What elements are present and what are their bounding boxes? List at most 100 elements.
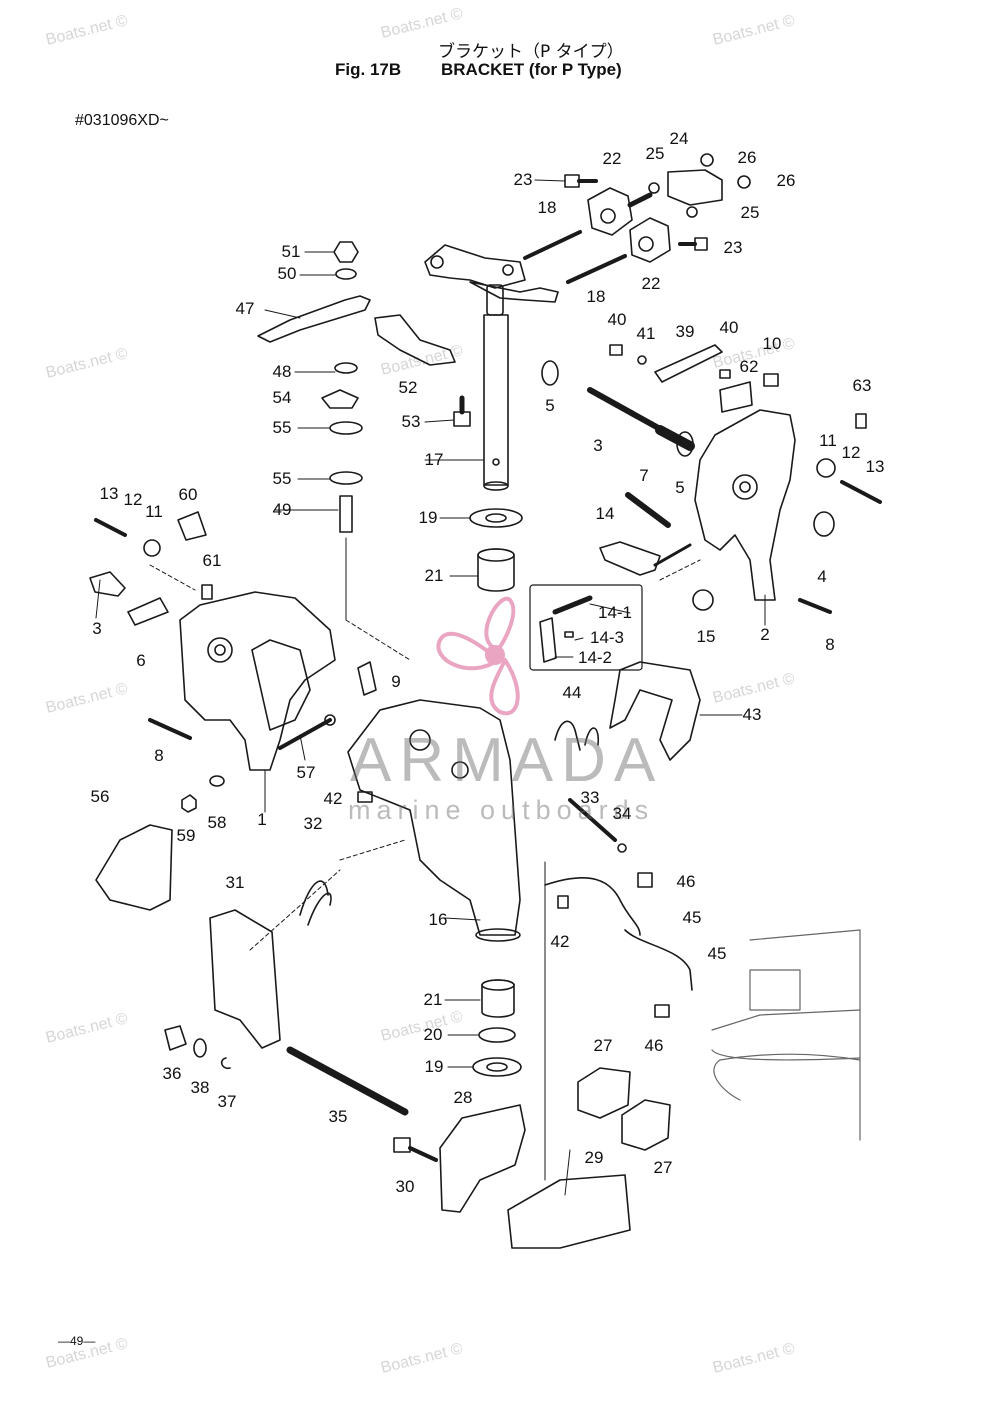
callout: 29 (584, 1148, 604, 1167)
callout: 33 (580, 788, 600, 807)
callout: 18 (586, 287, 606, 306)
alignment-lines (149, 559, 701, 951)
callout: 42 (550, 932, 570, 951)
callout: 31 (225, 873, 245, 892)
callout: 47 (235, 299, 255, 318)
callout: 43 (742, 705, 762, 724)
callout: 54 (272, 388, 292, 407)
callout: 50 (277, 264, 297, 283)
armada-logo-text: ARMADA (350, 726, 664, 795)
callout: 57 (296, 763, 316, 782)
callout: 1 (257, 810, 267, 829)
callout: 25 (740, 203, 760, 222)
callout: 6 (136, 651, 146, 670)
figure-title: BRACKET (for P Type) (441, 60, 622, 79)
callout: 7 (639, 466, 649, 485)
steering-arm (424, 244, 559, 316)
callout: 13 (99, 484, 119, 503)
stern-bracket (347, 699, 521, 942)
callout: 14-1 (597, 603, 633, 622)
left-stack (257, 241, 371, 621)
callout: 27 (653, 1158, 673, 1177)
callout: 22 (602, 149, 622, 168)
propeller-logo (436, 596, 520, 716)
callout: 11 (819, 431, 837, 450)
callout: 12 (841, 443, 861, 462)
callout: 16 (428, 910, 448, 929)
serial-number: #031096XD~ (75, 112, 169, 129)
callout: 35 (328, 1107, 348, 1126)
callout: 56 (90, 787, 110, 806)
callout: 59 (176, 826, 196, 845)
callout: 30 (395, 1177, 415, 1196)
callout: 8 (154, 746, 164, 765)
callout: 15 (696, 627, 716, 646)
callout: 34 (612, 804, 632, 823)
figure-number: Fig. 17B (335, 60, 402, 79)
callout: 27 (593, 1036, 613, 1055)
callout: 60 (178, 485, 198, 504)
callout: 62 (739, 357, 759, 376)
callout: 37 (217, 1092, 237, 1111)
page-number: —49— (58, 1334, 96, 1348)
callout: 11 (145, 502, 163, 521)
callout: 53 (401, 412, 421, 431)
callout: 46 (676, 872, 696, 891)
callout: 23 (513, 170, 533, 189)
callout: 40 (719, 318, 739, 337)
callout: 23 (723, 238, 743, 257)
callout: 55 (272, 469, 292, 488)
callout: 9 (391, 672, 401, 691)
callout: 40 (607, 310, 627, 329)
callout: 36 (162, 1064, 182, 1083)
callout: 26 (776, 171, 796, 190)
callout: 42 (323, 789, 343, 808)
callout: 32 (303, 814, 323, 833)
callout: 44 (562, 683, 582, 702)
callout: 61 (202, 551, 222, 570)
callout: 19 (424, 1057, 444, 1076)
callout: 38 (190, 1078, 210, 1097)
left-bracket (179, 591, 336, 771)
callout: 24 (669, 129, 689, 148)
callout: 63 (852, 376, 872, 395)
callout: 12 (123, 490, 143, 509)
callout: 14-2 (577, 648, 613, 667)
callout: 51 (281, 242, 301, 261)
callout: 5 (675, 478, 685, 497)
lower-unit-outline (711, 929, 861, 1141)
callout: 22 (641, 274, 661, 293)
right-bracket (694, 381, 796, 601)
callout: 10 (762, 334, 782, 353)
callout: 58 (207, 813, 227, 832)
callout: 45 (707, 944, 727, 963)
title-japanese: ブラケット（P タイプ） (438, 42, 624, 62)
callout: 3 (92, 619, 102, 638)
callout: 19 (418, 508, 438, 527)
callout: 20 (423, 1025, 443, 1044)
callout: 5 (545, 396, 555, 415)
callout: 25 (645, 144, 665, 163)
callout: 21 (423, 990, 443, 1009)
callout: 17 (424, 450, 444, 469)
armada-logo-tagline: marine outboards (348, 795, 655, 825)
callout: 28 (453, 1088, 473, 1107)
callout: 48 (272, 362, 292, 381)
callout: 52 (398, 378, 418, 397)
callout: 14 (595, 504, 615, 523)
steering-shaft (483, 314, 509, 491)
callout: 3 (593, 436, 603, 455)
callout: 4 (817, 567, 827, 586)
callout: 26 (737, 148, 757, 167)
callout: 41 (636, 324, 656, 343)
callout: 18 (537, 198, 557, 217)
callout: 21 (424, 566, 444, 585)
callout: 49 (272, 500, 292, 519)
callout: 46 (644, 1036, 664, 1055)
callout: 55 (272, 418, 292, 437)
callout: 14-3 (589, 628, 625, 647)
callout: 45 (682, 908, 702, 927)
callout: 8 (825, 635, 835, 654)
leader-lines (95, 179, 766, 1196)
